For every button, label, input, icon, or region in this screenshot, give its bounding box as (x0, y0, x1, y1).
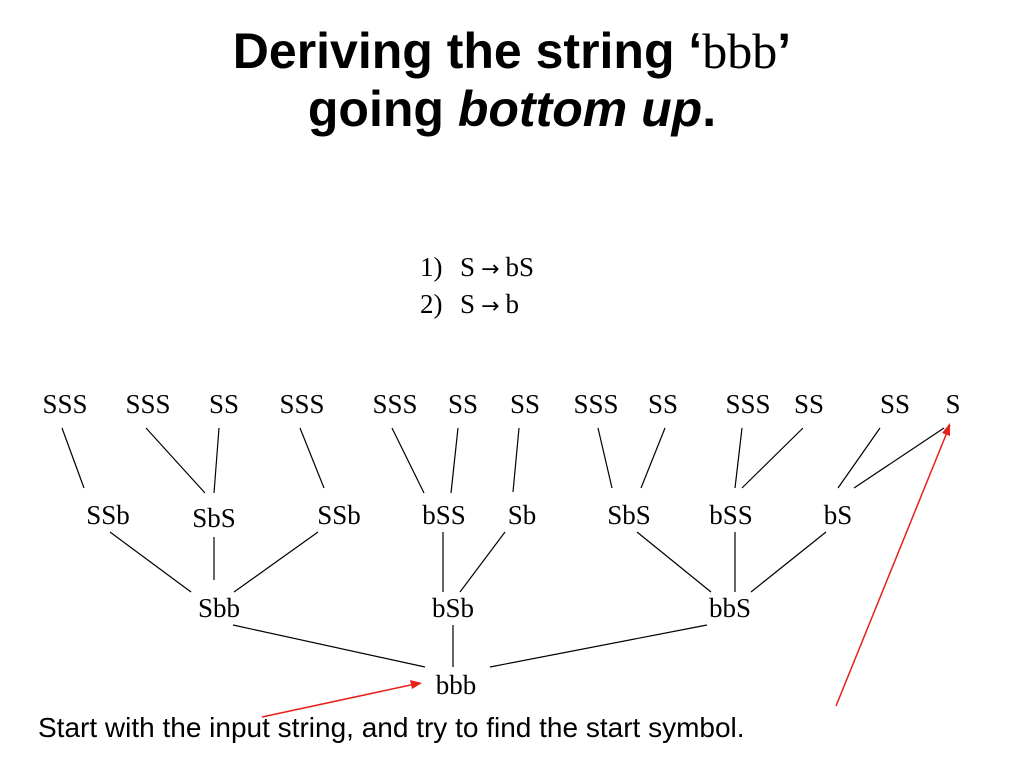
tree-edge-m4-n5 (391, 427, 425, 494)
slide-title: Deriving the string ‘bbb’ going bottom u… (0, 22, 1024, 138)
title-line-2: going bottom up. (307, 81, 717, 137)
tree-edge-l1-m1 (109, 531, 192, 593)
tree-node-n1: SSS (42, 389, 87, 419)
arrow-head-icon (942, 423, 950, 436)
tree-node-m8: bS (824, 500, 853, 530)
tree-node-n12: SS (880, 389, 910, 419)
title-emphasis: bottom up (457, 81, 703, 137)
rule-lhs: S (460, 252, 476, 282)
tree-edge-l2-m5 (459, 531, 506, 593)
rule-rhs: b (505, 289, 519, 319)
tree-node-n9: SS (648, 389, 678, 419)
grammar-rule-2: 2) S→b (420, 287, 534, 324)
tree-node-n4: SSS (279, 389, 324, 419)
tree-edge-m1-n1 (61, 427, 85, 489)
tree-node-n7: SS (510, 389, 540, 419)
tree-node-n2: SSS (125, 389, 170, 419)
tree-edge-m5-n7 (512, 427, 520, 493)
tree-node-m3: SSb (317, 500, 361, 530)
tree-edge-l3-m6 (636, 531, 712, 593)
annotation-arrows (261, 423, 951, 718)
tree-edge-m7-n11 (741, 427, 804, 489)
slide-caption: Start with the input string, and try to … (38, 712, 745, 743)
tree-node-m6: SbS (607, 500, 651, 530)
tree-node-n5: SSS (372, 389, 417, 419)
tree-edge-l1-m3 (233, 531, 319, 593)
tree-node-n3: SS (209, 389, 239, 419)
tree-edge-m6-n8 (597, 427, 613, 489)
tree-edge-root-l3 (489, 624, 708, 668)
tree-node-root: bbb (436, 670, 477, 700)
tree-node-m2: SbS (192, 503, 236, 533)
tree-node-l2: bSb (432, 593, 474, 623)
tree-edge-m6-n9 (640, 427, 666, 489)
grammar-rules: 1) S→bS 2) S→b (420, 250, 534, 324)
arrow-to-start-symbol (835, 424, 951, 707)
tree-node-n10: SSS (725, 389, 770, 419)
tree-edge-l3-m8 (750, 531, 827, 593)
arrow-to-input-string (261, 682, 421, 718)
tree-edge-m3-n4 (299, 427, 325, 489)
tree-node-m4: bSS (422, 500, 466, 530)
tree-node-n6: SS (448, 389, 478, 419)
rule-number: 1) (420, 252, 443, 282)
tree-node-l1: Sbb (198, 593, 240, 623)
rule-lhs: S (460, 289, 476, 319)
tree-node-n13: S (945, 389, 960, 419)
tree-edge-m7-n10 (734, 427, 743, 489)
title-string: bbb (702, 23, 778, 79)
tree-edge-m2-n3 (213, 427, 220, 494)
tree-node-m7: bSS (709, 500, 753, 530)
tree-edges (61, 427, 945, 668)
title-line-1: Deriving the string ‘bbb’ (232, 23, 792, 79)
tree-edge-m2-n2 (145, 427, 206, 494)
tree-node-n8: SSS (573, 389, 618, 419)
tree-node-l3: bbS (709, 593, 751, 623)
rule-arrow-icon: → (481, 257, 500, 282)
tree-edge-m8-n13 (853, 427, 945, 489)
arrow-head-icon (410, 680, 422, 689)
grammar-rule-1: 1) S→bS (420, 250, 534, 287)
tree-node-m1: SSb (86, 500, 130, 530)
rule-arrow-icon: → (481, 294, 500, 319)
rule-rhs: bS (505, 252, 534, 282)
tree-edge-root-l1 (232, 624, 426, 668)
tree-node-n11: SS (794, 389, 824, 419)
tree-edge-m8-n12 (837, 427, 881, 489)
rule-number: 2) (420, 289, 443, 319)
tree-edge-m4-n6 (450, 427, 459, 494)
tree-node-m5: Sb (508, 500, 537, 530)
